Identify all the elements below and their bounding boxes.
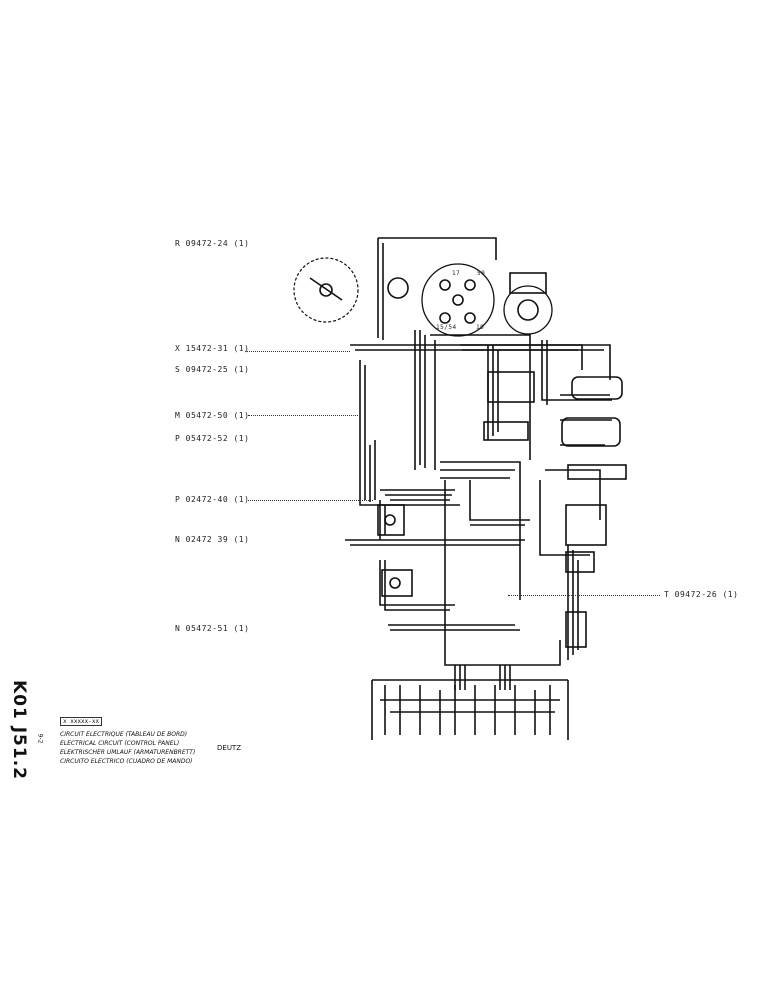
label-m: M 05472-50 (1): [175, 411, 250, 420]
gauge-left: [293, 257, 359, 323]
leader-line: [248, 415, 358, 416]
label-n2: N 05472-51 (1): [175, 624, 250, 633]
label-n1: N 02472 39 (1): [175, 535, 250, 544]
mark-17: 17: [452, 270, 461, 277]
label-s: S 09472-25 (1): [175, 365, 250, 374]
brand-name: DEUTZ: [217, 744, 242, 752]
mark-19: 19: [476, 324, 485, 331]
title-ref: x xxxxx-xx: [60, 717, 103, 726]
title-block: x xxxxx-xx 9-2 CIRCUIT ELECTRIQUE (TABLE…: [36, 717, 275, 777]
leader-line: [508, 595, 660, 596]
title-line-en: ELECTRICAL CIRCUIT (CONTROL PANEL): [60, 740, 180, 747]
label-p1: P 05472-52 (1): [175, 434, 250, 443]
label-x: X 15472-31 (1): [175, 344, 250, 353]
title-line-es: CIRCUITO ELECTRICO (CUADRO DE MANDO): [60, 758, 193, 765]
leader-line: [248, 500, 373, 501]
title-line-de: ELEKTRISCHER UMLAUF (ARMATURENBRETT): [60, 749, 196, 756]
title-line-fr: CIRCUIT ELECTRIQUE (TABLEAU DE BORD): [60, 731, 188, 738]
page-mark: 9-2: [36, 733, 44, 744]
label-t: T 09472-26 (1): [664, 590, 739, 599]
label-r: R 09472-24 (1): [175, 239, 250, 248]
mark-15-54: 15/54: [436, 324, 457, 331]
mark-50: 50: [477, 270, 486, 277]
leader-line: [245, 351, 350, 352]
gauge-center: [421, 263, 495, 337]
gauge-right: [503, 285, 553, 335]
sheet-code: K01 J51.2: [9, 679, 29, 781]
label-p2: P 02472-40 (1): [175, 495, 250, 504]
